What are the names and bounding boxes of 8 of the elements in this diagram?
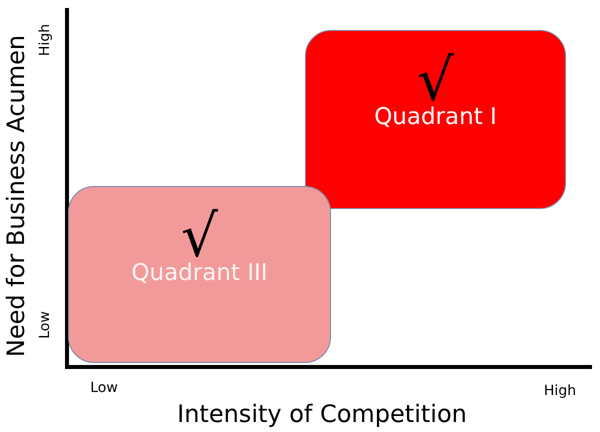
- axis-tick-label: Low: [37, 311, 53, 339]
- axis-tick-label: High: [544, 383, 576, 399]
- quadrant-box: [68, 186, 331, 363]
- axis-title: Intensity of Competition: [177, 400, 467, 428]
- axis-tick-label: Low: [90, 380, 118, 396]
- axis-tick-label: High: [37, 24, 53, 56]
- quadrant-box: [305, 30, 566, 209]
- axis-title: Need for Business Acumen: [2, 34, 30, 358]
